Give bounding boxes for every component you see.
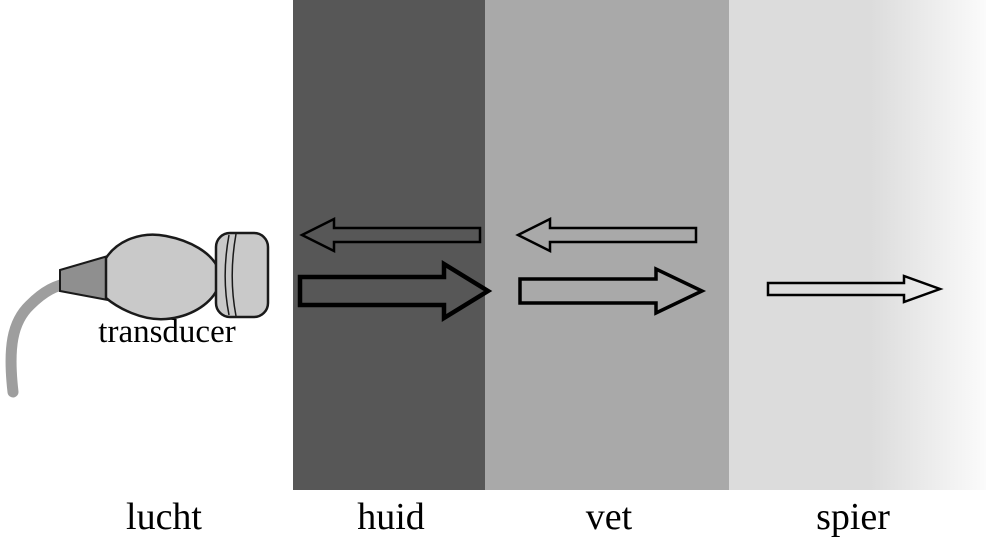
transducer-nose-shape bbox=[59, 254, 109, 302]
transmitted-arrow-spier-icon bbox=[766, 274, 944, 304]
layer-label-huid: huid bbox=[357, 496, 425, 538]
transmitted-arrow-vet-icon bbox=[518, 266, 707, 316]
transducer-head-shape bbox=[214, 231, 270, 319]
layer-band-spier bbox=[729, 0, 986, 490]
transducer-head-seam2-icon bbox=[231, 233, 237, 317]
transducer-head-seam-icon bbox=[224, 234, 230, 316]
transducer-cable-shape bbox=[5, 277, 76, 398]
layer-band-vet bbox=[485, 0, 729, 490]
reflected-arrow-vet-icon bbox=[515, 216, 698, 254]
transducer-icon bbox=[5, 231, 270, 398]
transducer-body-shape bbox=[104, 233, 219, 321]
layer-label-spier: spier bbox=[816, 496, 890, 538]
transmitted-arrow-huid-icon bbox=[297, 259, 493, 323]
layer-label-lucht: lucht bbox=[126, 496, 202, 538]
layer-band-huid bbox=[293, 0, 485, 490]
layer-label-vet: vet bbox=[585, 496, 633, 538]
transducer-label: transducer bbox=[98, 314, 236, 350]
reflected-arrow-huid-icon bbox=[299, 216, 482, 254]
